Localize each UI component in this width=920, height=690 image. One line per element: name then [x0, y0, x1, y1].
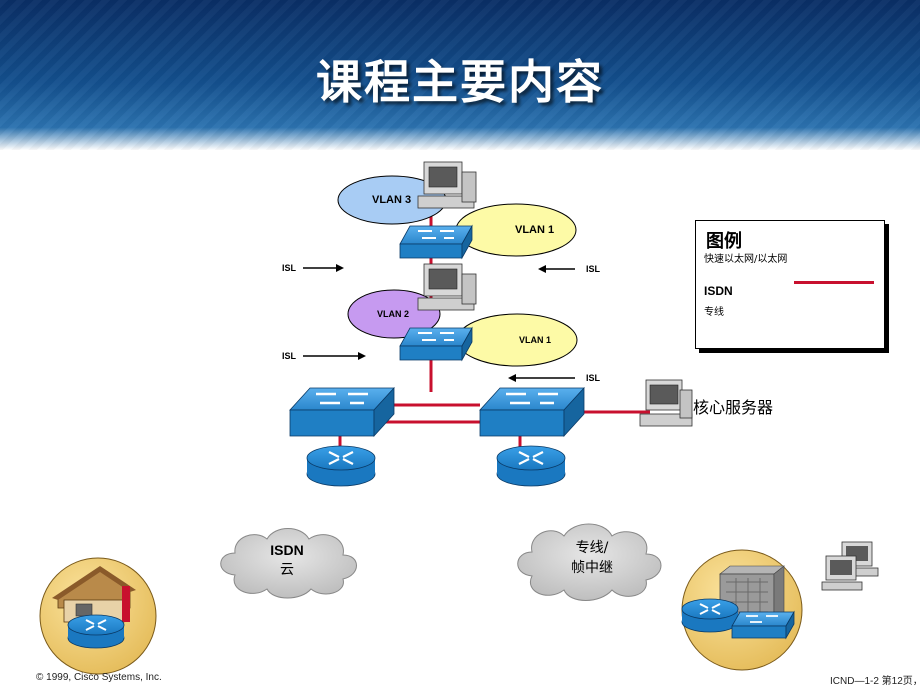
workstation-icon: [639, 379, 693, 427]
leased-cloud-line1: 专线/: [575, 540, 609, 556]
isdn-cloud-line2: 云: [280, 562, 294, 578]
vlan-label: VLAN 1: [515, 224, 555, 236]
vlan1-ellipse-mid: [456, 313, 578, 367]
router-icon: [496, 445, 566, 487]
footer-page: ICND—1-2 第12页，共13页。: [830, 676, 920, 687]
vlan-label: VLAN 2: [377, 309, 410, 319]
workstation-icon: [417, 161, 477, 209]
router-icon: [306, 445, 376, 487]
legend-isdn: ISDN: [704, 284, 733, 298]
switch-icon: [289, 386, 395, 438]
legend-ethernet: 快速以太网/以太网: [704, 254, 788, 265]
leased-cloud-label: 专线/ 帧中继: [556, 538, 628, 578]
isdn-cloud-line1: ISDN: [270, 542, 304, 558]
isdn-cloud: [220, 528, 357, 599]
vlan-label: VLAN 1: [519, 335, 552, 345]
isl-label: ISL: [586, 264, 601, 274]
switch-icon: [399, 326, 473, 362]
title-band: [0, 0, 920, 150]
legend-red-line: [794, 281, 874, 284]
page-title: 课程主要内容: [316, 55, 604, 109]
branch-site: [681, 549, 803, 671]
leased-cloud: [517, 523, 662, 601]
home-site: [39, 557, 157, 675]
router-icon: [67, 614, 125, 649]
workstation-icon: [417, 263, 477, 311]
workstation-icon: [821, 555, 863, 591]
router-icon: [681, 598, 739, 633]
vlan-label: VLAN 3: [372, 194, 412, 206]
switch-icon: [479, 386, 585, 438]
server-label: 核心服务器: [693, 398, 774, 417]
footer-copyright: © 1999, Cisco Systems, Inc.: [36, 672, 162, 683]
switch-icon: [399, 224, 473, 260]
isl-label: ISL: [282, 263, 297, 273]
leased-cloud-line2: 帧中继: [571, 560, 613, 576]
vlan2-ellipse: [347, 289, 441, 339]
isl-label: ISL: [282, 351, 297, 361]
isdn-cloud-label: ISDN 云: [255, 540, 319, 580]
legend-leased: 专线: [704, 307, 724, 318]
switch-icon: [731, 610, 795, 640]
legend-box: 图例 快速以太网/以太网 ISDN 专线: [695, 220, 885, 349]
isl-label: ISL: [586, 373, 601, 383]
legend-title: 图例: [706, 231, 742, 252]
